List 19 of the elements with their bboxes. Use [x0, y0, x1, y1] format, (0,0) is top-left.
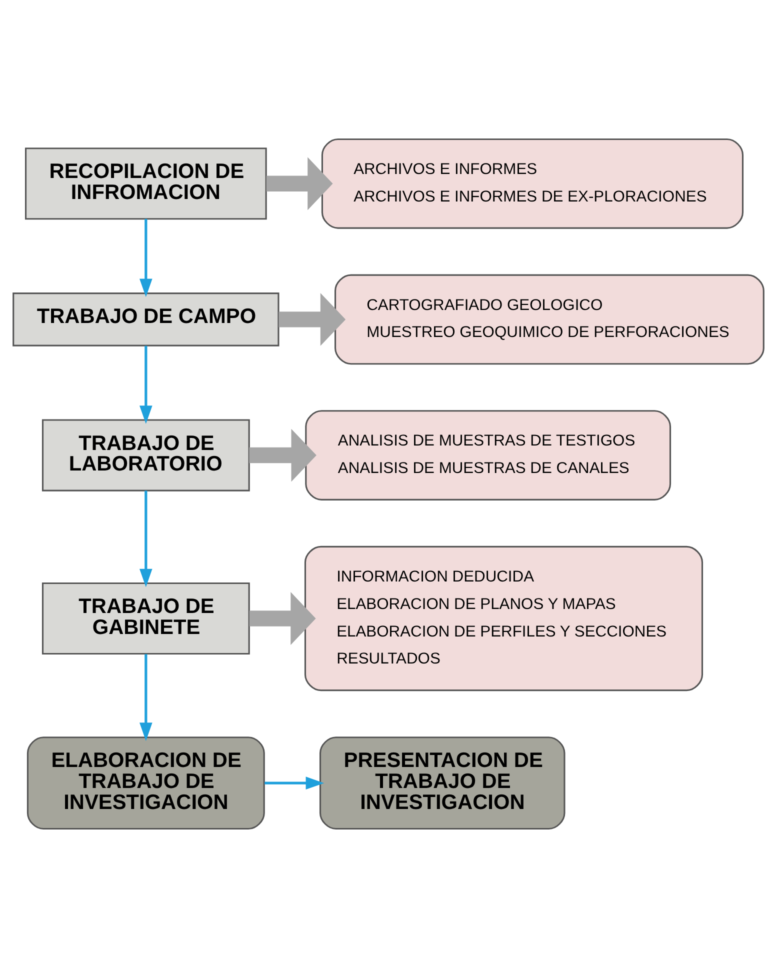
node-box: TRABAJO DE CAMPO	[12, 292, 280, 346]
node-box: ARCHIVOS E INFORMES ARCHIVOS E INFORMES DE EX-PLORACIONES	[321, 138, 744, 228]
node-box: INFORMACION DEDUCIDA ELABORACION DE PLANOS Y MAPAS ELABORACION DE PERFILES Y SECCIONES RESULTADOS	[304, 545, 704, 691]
arrow	[278, 292, 346, 346]
arrow	[140, 218, 152, 297]
node-box: RECOPILACION DE INFROMACION	[24, 147, 267, 220]
node-box: ELABORACION DE TRABAJO DE INVESTIGACION	[26, 736, 265, 830]
node-box: TRABAJO DE LABORATORIO	[42, 418, 250, 491]
arrow	[140, 490, 152, 587]
node-box: TRABAJO DE GABINETE	[42, 582, 250, 654]
arrow	[249, 428, 316, 482]
node-box: CARTOGRAFIADO GEOLOGICO MUESTREO GEOQUIMICO DE PERFORACIONES	[334, 274, 764, 364]
arrow	[264, 776, 324, 789]
arrow	[249, 592, 316, 644]
arrow	[140, 654, 152, 740]
node-box: ANALISIS DE MUESTRAS DE TESTIGOS ANALISIS DE MUESTRAS DE CANALES	[305, 410, 672, 500]
arrow	[140, 345, 152, 424]
node-box: PRESENTACION DE TRABAJO DE INVESTIGACION	[319, 736, 566, 830]
arrow	[266, 156, 333, 210]
